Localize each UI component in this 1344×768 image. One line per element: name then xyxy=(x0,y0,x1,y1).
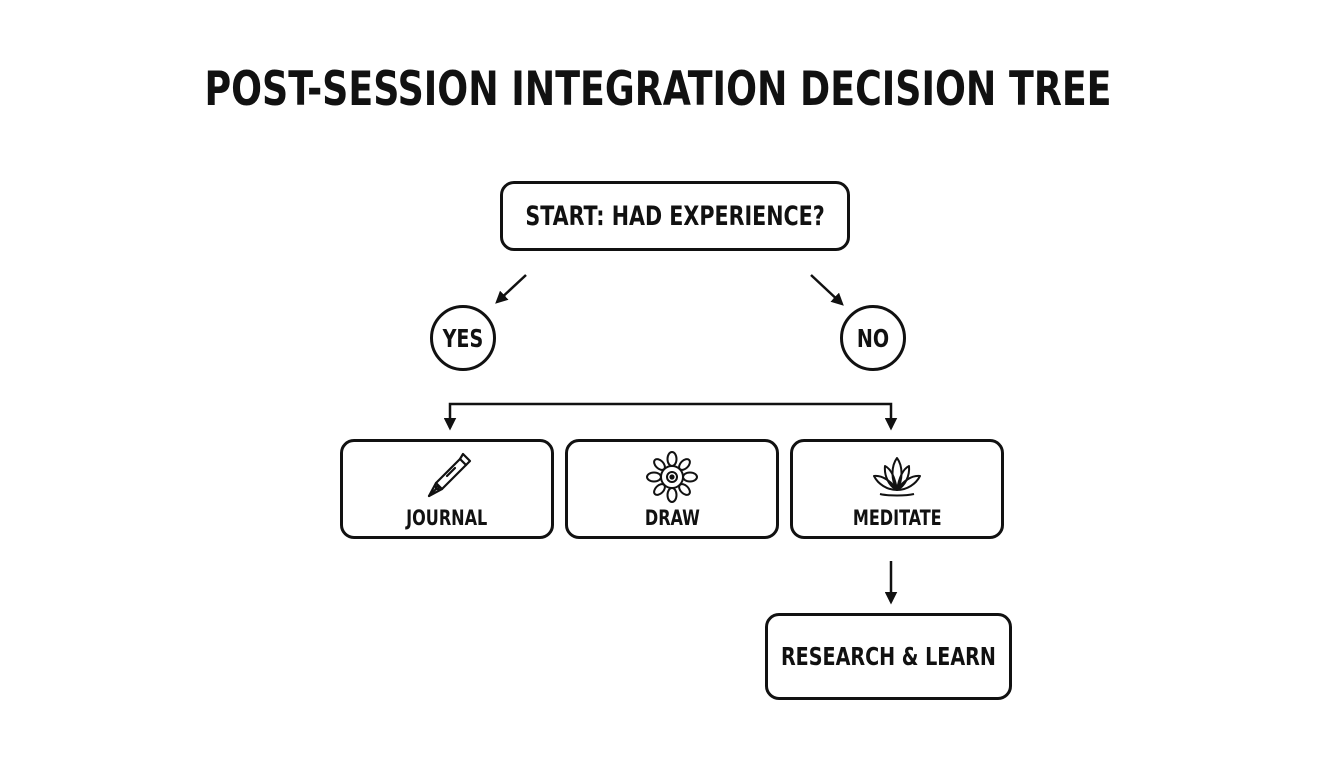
no-node-label: NO xyxy=(856,323,890,353)
diagram-title: POST-SESSION INTEGRATION DECISION TREE xyxy=(204,62,1112,117)
draw-node-label: DRAW xyxy=(644,506,700,530)
journal-node: JOURNAL xyxy=(340,439,554,539)
meditate-node-label: MEDITATE xyxy=(852,506,942,530)
fountain-pen-icon xyxy=(419,450,475,504)
lotus-icon xyxy=(866,450,928,504)
yes-node: YES xyxy=(430,305,496,371)
mandala-icon xyxy=(644,450,700,504)
start-node-label: START: HAD EXPERIENCE? xyxy=(525,200,825,232)
start-node: START: HAD EXPERIENCE? xyxy=(500,181,850,251)
no-node: NO xyxy=(840,305,906,371)
meditate-node: MEDITATE xyxy=(790,439,1004,539)
journal-node-label: JOURNAL xyxy=(406,506,488,530)
arrow-start-to-yes xyxy=(495,274,527,304)
connector-bracket xyxy=(443,402,898,431)
draw-node: DRAW xyxy=(565,439,779,539)
research-node: RESEARCH & LEARN xyxy=(765,613,1012,700)
yes-node-label: YES xyxy=(442,323,484,353)
arrow-start-to-no xyxy=(810,274,844,306)
research-node-label: RESEARCH & LEARN xyxy=(781,642,996,671)
